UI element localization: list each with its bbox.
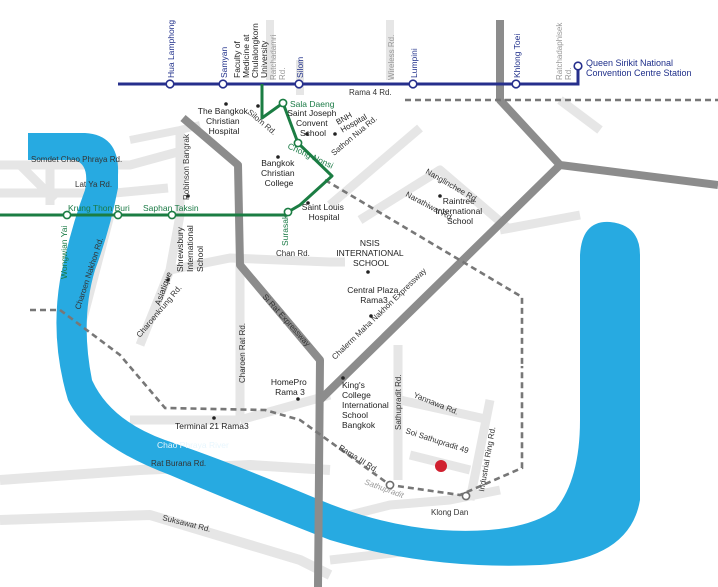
label-surasak: Surasak bbox=[280, 214, 290, 246]
road-right-top bbox=[557, 96, 603, 134]
road-somdet bbox=[0, 145, 187, 170]
chao-phraya-river bbox=[28, 133, 640, 566]
label-klong-dan: Klong Dan bbox=[431, 508, 468, 517]
bts-station-markers bbox=[62, 98, 303, 220]
road-suksawat bbox=[0, 510, 333, 580]
label-wongwian-yai: Wongwian Yai bbox=[59, 225, 69, 279]
label-hua-lamphong: Hua Lamphong bbox=[166, 20, 176, 78]
bts-station-surasak[interactable] bbox=[283, 207, 293, 217]
mrt-blue-line bbox=[118, 66, 580, 86]
river-shape bbox=[28, 133, 640, 566]
mrt-station-hua-lamphong[interactable] bbox=[165, 79, 175, 89]
destination-marker[interactable] bbox=[435, 460, 447, 472]
poi-dots bbox=[166, 102, 442, 420]
label-bangkok-christian-hospital: The Bangkok Christian Hospital bbox=[198, 106, 250, 136]
road-yannawa bbox=[399, 395, 491, 425]
label-wireless: Wireless Rd. bbox=[387, 35, 396, 80]
expressway-right bbox=[496, 60, 718, 189]
label-sala-daeng: Sala Daeng bbox=[290, 99, 335, 109]
railway-dashed bbox=[30, 98, 718, 497]
mrt-station-queen-sirikit[interactable] bbox=[573, 61, 583, 71]
label-nsis: NSIS INTERNATIONAL SCHOOL bbox=[336, 238, 405, 268]
label-chan-rd: Chan Rd. bbox=[276, 249, 310, 258]
mrt-station-khlong-toei[interactable] bbox=[511, 79, 521, 89]
expressways bbox=[180, 60, 718, 587]
label-shrewsbury: Shrewsbury International School bbox=[175, 223, 205, 272]
label-charoen-rat: Charoen Rat Rd. bbox=[238, 323, 247, 383]
label-ratchadamri: RatchadamriRd. bbox=[269, 34, 287, 80]
mrt-station-silom[interactable] bbox=[294, 79, 304, 89]
bts-station-sala-daeng[interactable] bbox=[278, 98, 288, 108]
label-somdet: Somdet Chao Phraya Rd. bbox=[31, 155, 122, 164]
label-khlong-toei: Khlong Toei bbox=[512, 34, 522, 78]
road-wongwian-diag bbox=[16, 161, 59, 204]
label-lat-ya: Lat Ya Rd. bbox=[75, 180, 112, 189]
label-saphan-taksin: Saphan Taksin bbox=[143, 203, 199, 213]
label-rama4-rd: Rama 4 Rd. bbox=[349, 88, 392, 97]
label-samyan: Samyan bbox=[219, 47, 229, 78]
label-saint-louis: Saint Louis Hospital bbox=[302, 202, 346, 222]
label-faculty: Faculty of Medicine at Chulalongkorn Uni… bbox=[232, 21, 269, 78]
label-kings-college: King's College International School Bang… bbox=[342, 380, 391, 430]
label-ratchadaphisek: RatchadaphisekRd. bbox=[555, 22, 573, 80]
label-rama3-rd: Rama III Rd. bbox=[337, 443, 380, 474]
brt-station-sathupradit[interactable] bbox=[385, 480, 395, 490]
brt-station-klong-dan[interactable] bbox=[461, 491, 471, 501]
road-center-mid bbox=[238, 390, 332, 425]
mrt-station-markers bbox=[165, 61, 583, 89]
label-terminal21: Terminal 21 Rama3 bbox=[175, 421, 249, 431]
expressway-si-rat bbox=[180, 114, 324, 587]
label-saint-joseph: Saint Joseph Convent School bbox=[287, 108, 339, 138]
road-industrial bbox=[465, 399, 495, 501]
label-robinson: Robinson Bangrak bbox=[182, 133, 191, 200]
expressway-chalerm bbox=[317, 162, 563, 403]
road-bottom-right bbox=[328, 485, 501, 525]
bts-station-chong-nonsi[interactable] bbox=[293, 138, 303, 148]
mrt-station-samyan[interactable] bbox=[218, 79, 228, 89]
bts-station-saphan-taksin[interactable] bbox=[167, 210, 177, 220]
road-right-diag bbox=[499, 210, 581, 235]
label-si-rat-expressway: Si Rat Expressway bbox=[261, 292, 313, 348]
label-bangkok-christian-college: Bangkok Christian College bbox=[261, 158, 297, 188]
label-sathupradit-rd: Sathupradit Rd. bbox=[394, 374, 403, 430]
label-raintree: Raintree International School bbox=[435, 196, 484, 226]
road-charoenkrung bbox=[135, 130, 185, 347]
road-nanglinchee bbox=[357, 165, 513, 234]
label-soi-sathupradit-49: Soi Sathupradit 49 bbox=[404, 426, 470, 455]
label-rat-burana: Rat Burana Rd. bbox=[151, 459, 206, 468]
label-silom: Silom bbox=[295, 57, 305, 78]
bts-station-krung-thon-buri[interactable] bbox=[113, 210, 123, 220]
label-central-plaza: Central Plaza Rama3 bbox=[347, 285, 400, 305]
label-chao-phraya-river: Chao Phraya River bbox=[157, 440, 229, 450]
brt-station-markers bbox=[385, 480, 471, 501]
bts-station-wongwian-yai[interactable] bbox=[62, 210, 72, 220]
road-chan bbox=[169, 253, 345, 275]
label-lumpini: Lumpini bbox=[409, 48, 419, 78]
label-krung-thon-buri: Krung Thon Buri bbox=[68, 203, 130, 213]
label-homepro: HomePro Rama 3 bbox=[271, 377, 309, 397]
mrt-station-lumpini[interactable] bbox=[408, 79, 418, 89]
